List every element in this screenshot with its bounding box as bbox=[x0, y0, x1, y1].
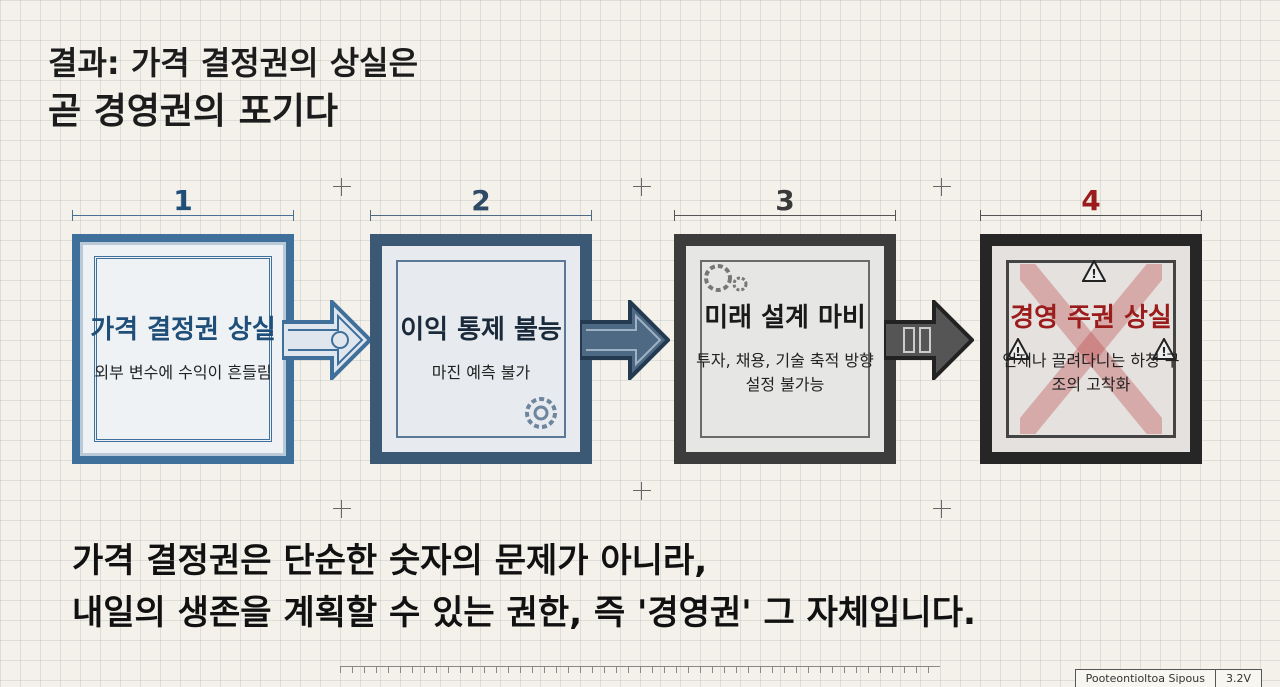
arrow-icon bbox=[282, 300, 372, 380]
step-description: 투자, 채용, 기술 축적 방향 설정 불가능 bbox=[696, 351, 874, 394]
arrow-icon bbox=[580, 300, 670, 380]
main-statement-line-2: 내일의 생존을 계획할 수 있는 권한, 즉 '경영권' 그 자체입니다. bbox=[72, 593, 976, 633]
warning-icon: ! bbox=[1152, 338, 1176, 360]
crosshair-mark bbox=[933, 178, 951, 196]
dimension-line bbox=[370, 210, 592, 221]
stamp-label: Pooteontioltoa Sipous bbox=[1085, 672, 1205, 685]
cross-mark-icon bbox=[1020, 264, 1162, 434]
crosshair-mark bbox=[633, 482, 651, 500]
step-description: 마진 예측 불가 bbox=[431, 363, 531, 382]
dimension-line bbox=[72, 210, 294, 221]
crosshair-mark bbox=[633, 178, 651, 196]
step-heading: 미래 설계 마비 bbox=[704, 303, 866, 333]
dimension-line bbox=[980, 210, 1202, 221]
step-number: 1 bbox=[173, 184, 193, 217]
svg-text:!: ! bbox=[1161, 345, 1166, 359]
svg-text:!: ! bbox=[1091, 267, 1096, 281]
step-3: 3 미래 설계 마비 투자, 채용, 기술 축적 방향 설정 불가능 bbox=[674, 180, 896, 480]
arrow-icon bbox=[884, 300, 974, 380]
main-statement: 가격 결정권은 단순한 숫자의 문제가 아니라, 내일의 생존을 계획할 수 있… bbox=[72, 535, 976, 639]
gear-icon bbox=[331, 331, 349, 349]
step-box: 가격 결정권 상실 외부 변수에 수익이 흔들림 bbox=[72, 234, 294, 464]
crosshair-mark bbox=[333, 500, 351, 518]
gear-icon bbox=[704, 264, 748, 292]
step-number: 4 bbox=[1081, 184, 1101, 217]
warning-icon: ! bbox=[1082, 260, 1106, 282]
step-box: 이익 통제 불능 마진 예측 불가 bbox=[370, 234, 592, 464]
title-block-stamp: Pooteontioltoa Sipous 3.2V bbox=[1074, 669, 1262, 687]
svg-text:!: ! bbox=[1015, 345, 1020, 359]
step-heading: 가격 결정권 상실 bbox=[90, 315, 276, 345]
step-number: 2 bbox=[471, 184, 491, 217]
box-inner-frame bbox=[94, 256, 272, 442]
ruler-marks bbox=[340, 666, 940, 679]
step-heading: 이익 통제 불능 bbox=[400, 315, 562, 345]
step-2: 2 이익 통제 불능 마진 예측 불가 bbox=[370, 180, 592, 480]
crosshair-mark bbox=[333, 178, 351, 196]
main-statement-line-1: 가격 결정권은 단순한 숫자의 문제가 아니라, bbox=[72, 541, 708, 581]
step-description: 외부 변수에 수익이 흔들림 bbox=[94, 363, 272, 382]
crosshair-mark bbox=[933, 500, 951, 518]
warning-icon: ! bbox=[1006, 338, 1030, 360]
step-box: 미래 설계 마비 투자, 채용, 기술 축적 방향 설정 불가능 bbox=[674, 234, 896, 464]
title-line-2: 곧 경영권의 포기다 bbox=[48, 91, 339, 132]
step-1: 1 가격 결정권 상실 외부 변수에 수익이 흔들림 bbox=[72, 180, 294, 480]
step-heading: 경영 주권 상실 bbox=[1010, 303, 1172, 333]
step-description: 언제나 끌려다니는 하청 구조의 고착화 bbox=[1002, 351, 1180, 394]
page-title: 결과: 가격 결정권의 상실은 곧 경영권의 포기다 bbox=[48, 40, 418, 138]
title-line-1: 결과: 가격 결정권의 상실은 bbox=[48, 44, 419, 82]
step-box: ! ! ! 경영 주권 상실 언제나 끌려다니는 하청 구조의 고착화 bbox=[980, 234, 1202, 464]
step-number: 3 bbox=[775, 184, 795, 217]
step-4: 4 ! ! ! 경영 주권 상실 언제나 끌려다니는 하청 구조의 고착화 bbox=[980, 180, 1202, 480]
dimension-line bbox=[674, 210, 896, 221]
stamp-value: 3.2V bbox=[1214, 670, 1261, 687]
gear-icon bbox=[525, 397, 557, 429]
